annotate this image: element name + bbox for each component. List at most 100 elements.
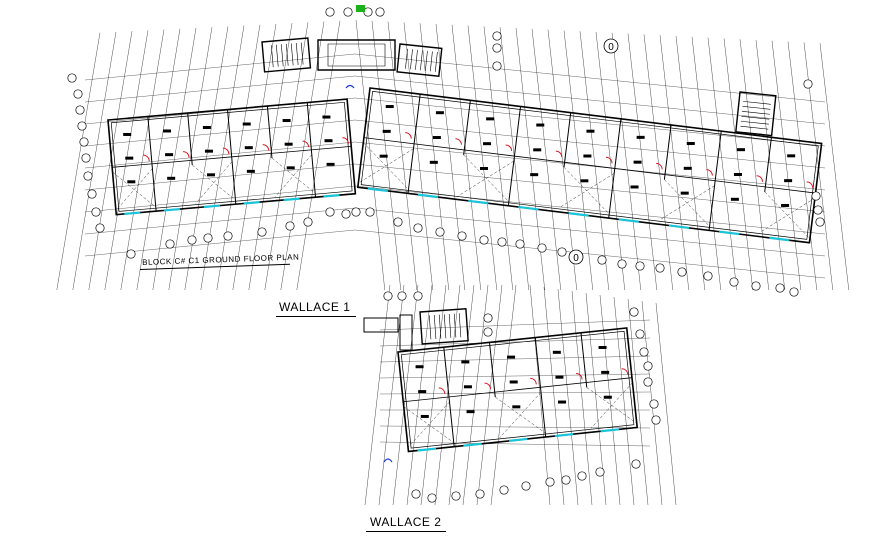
door-swing [222, 147, 230, 155]
left-wing-void-line [195, 161, 233, 204]
grid-bubble [83, 171, 93, 181]
grid-line [72, 31, 117, 291]
grid-bubble [203, 233, 213, 243]
fixture [284, 142, 293, 146]
stair-tread [448, 313, 452, 338]
grid-marker-bottom [568, 249, 584, 265]
grid-bubble [617, 259, 627, 269]
wallace-wing-void-line [407, 401, 450, 448]
fixture [483, 142, 492, 146]
grid-line [379, 319, 651, 331]
grid-line [232, 23, 277, 291]
grid-bubble [635, 329, 645, 339]
grid-bubble [492, 43, 502, 53]
window-strip [718, 230, 740, 236]
grid-line [739, 39, 769, 291]
section-2-title: WALLACE 2 [370, 515, 442, 529]
grid-line [379, 373, 651, 379]
stair-tread [428, 315, 432, 340]
door-swing [530, 377, 537, 385]
grid-bubble [595, 467, 605, 477]
central-link-inner [327, 43, 386, 67]
left-wing-partition [266, 106, 273, 159]
grid-line [579, 31, 609, 291]
fixture [633, 160, 642, 164]
grid-line [88, 31, 133, 291]
grid-line [280, 21, 325, 291]
door-swing [455, 138, 462, 145]
window-strip [508, 437, 528, 442]
grid-line [354, 229, 826, 279]
section-symbol-icon [345, 84, 355, 89]
grid-line [476, 284, 503, 506]
fixture [686, 142, 695, 146]
stair-tread [438, 314, 442, 339]
grid-line [448, 284, 475, 506]
grid-bubble [375, 7, 385, 17]
fixture [580, 179, 589, 183]
fixture [586, 129, 595, 133]
stair-core-right [396, 43, 443, 78]
window-strip [243, 200, 260, 205]
wallace-wing-partition [488, 342, 496, 398]
grid-marker-top-label: 0 [608, 42, 614, 53]
door-swing [621, 368, 629, 375]
grid-bubble [363, 7, 373, 17]
grid-bubble [475, 489, 485, 499]
grid-bubble [655, 263, 665, 273]
door-swing [605, 156, 613, 164]
stair-tread [430, 51, 433, 72]
fixture [784, 179, 793, 183]
stair-tread [741, 111, 770, 115]
grid-bubble [639, 347, 649, 357]
window-strip [203, 204, 220, 209]
left-wing-corridor [112, 146, 352, 168]
grid-bubble [479, 235, 489, 245]
grid-bubble [343, 7, 353, 17]
fixture [736, 148, 745, 152]
grid-bubble [557, 247, 567, 257]
grid-bubble [435, 227, 445, 237]
grid-bubble [126, 249, 136, 259]
grid-bubble [815, 217, 825, 227]
door-swing [806, 181, 814, 188]
grid-bubble [351, 207, 361, 217]
grid-line [406, 284, 433, 506]
grid-line [296, 20, 341, 291]
door-swing [182, 151, 190, 158]
grid-line [451, 24, 481, 291]
grid-bubble [649, 399, 659, 409]
grid-bubble [515, 239, 525, 249]
grid-bubble [427, 493, 437, 503]
grid-line [611, 32, 641, 291]
fixture [461, 360, 470, 364]
grid-line [529, 284, 551, 506]
grid-line [120, 29, 165, 291]
grid-line [354, 119, 826, 169]
grid-line [819, 43, 849, 291]
right-wing-void-line [659, 185, 715, 221]
grid-line [84, 75, 356, 103]
section-1-underline [276, 316, 356, 317]
door-swing [555, 150, 563, 158]
fixture [680, 191, 689, 195]
fixture [509, 380, 518, 384]
door-swing [438, 387, 446, 395]
grid-line [379, 337, 651, 347]
grid-line [707, 37, 737, 291]
fixture [246, 169, 255, 173]
grid-bubble [729, 277, 739, 287]
grid-bubble [393, 217, 403, 227]
grid-bubble [67, 73, 77, 83]
right-wing-partition [764, 137, 772, 192]
window-strip [668, 224, 690, 230]
grid-line [462, 284, 489, 506]
fixture [286, 166, 295, 170]
grid-bubble [87, 189, 97, 199]
grid-bubble [521, 481, 531, 491]
grid-bubble [303, 217, 313, 227]
section-symbol-icon [383, 458, 393, 463]
grid-bubble [79, 137, 89, 147]
fixture [558, 400, 567, 404]
